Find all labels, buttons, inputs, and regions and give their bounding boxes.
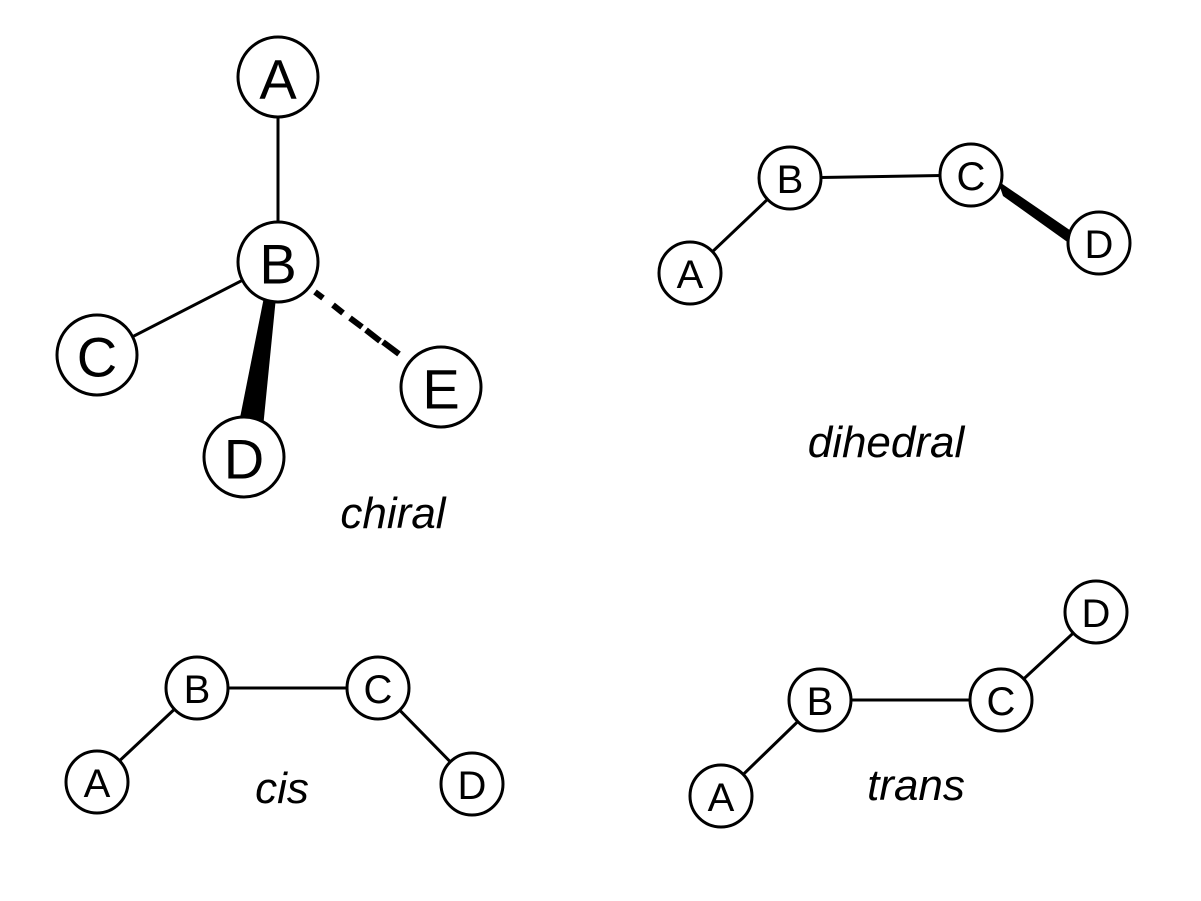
node-d-label: D [1082, 592, 1111, 636]
node-b-label: B [807, 680, 834, 724]
node-d-label: D [458, 764, 487, 808]
node-d-label: D [1085, 223, 1114, 267]
node-a: A [236, 35, 320, 119]
node-c-label: C [987, 680, 1016, 724]
node-b: B [757, 145, 823, 211]
chiral-caption: chiral [340, 489, 446, 538]
node-c-label: C [364, 668, 393, 712]
cis-diagram: A B C D cis [64, 655, 505, 817]
cis-caption: cis [255, 764, 309, 813]
node-c: C [345, 655, 411, 721]
node-d: D [1066, 210, 1132, 276]
node-e-label: E [422, 358, 459, 421]
node-a-label: A [677, 253, 704, 297]
node-a-label: A [708, 776, 735, 820]
trans-caption: trans [867, 761, 965, 810]
node-b: B [164, 655, 230, 721]
node-b-label: B [184, 668, 211, 712]
node-a-label: A [259, 48, 297, 111]
node-c: C [55, 313, 139, 397]
node-d-label: D [224, 428, 264, 491]
node-b-label: B [259, 233, 296, 296]
dihedral-caption: dihedral [808, 418, 966, 467]
node-a-label: A [84, 762, 111, 806]
chiral-diagram: A B C D E chiral [55, 35, 483, 538]
node-e: E [399, 345, 483, 429]
wedge-bond-b-d [236, 297, 276, 438]
node-a: A [64, 749, 130, 815]
node-b-label: B [777, 158, 804, 202]
node-c-label: C [957, 155, 986, 199]
node-c-label: C [77, 326, 117, 389]
node-b: B [236, 220, 320, 304]
node-b: B [787, 667, 853, 733]
hashed-bond-b-e [313, 289, 401, 357]
node-a: A [688, 763, 754, 829]
node-a: A [657, 240, 723, 306]
node-c: C [968, 667, 1034, 733]
node-d: D [1063, 579, 1129, 645]
wedge-bond-c-d [998, 181, 1077, 246]
node-d: D [202, 415, 286, 499]
dihedral-diagram: A B C D dihedral [657, 142, 1132, 467]
node-d: D [439, 751, 505, 817]
node-c: C [938, 142, 1004, 208]
trans-diagram: A B C D trans [688, 579, 1129, 829]
